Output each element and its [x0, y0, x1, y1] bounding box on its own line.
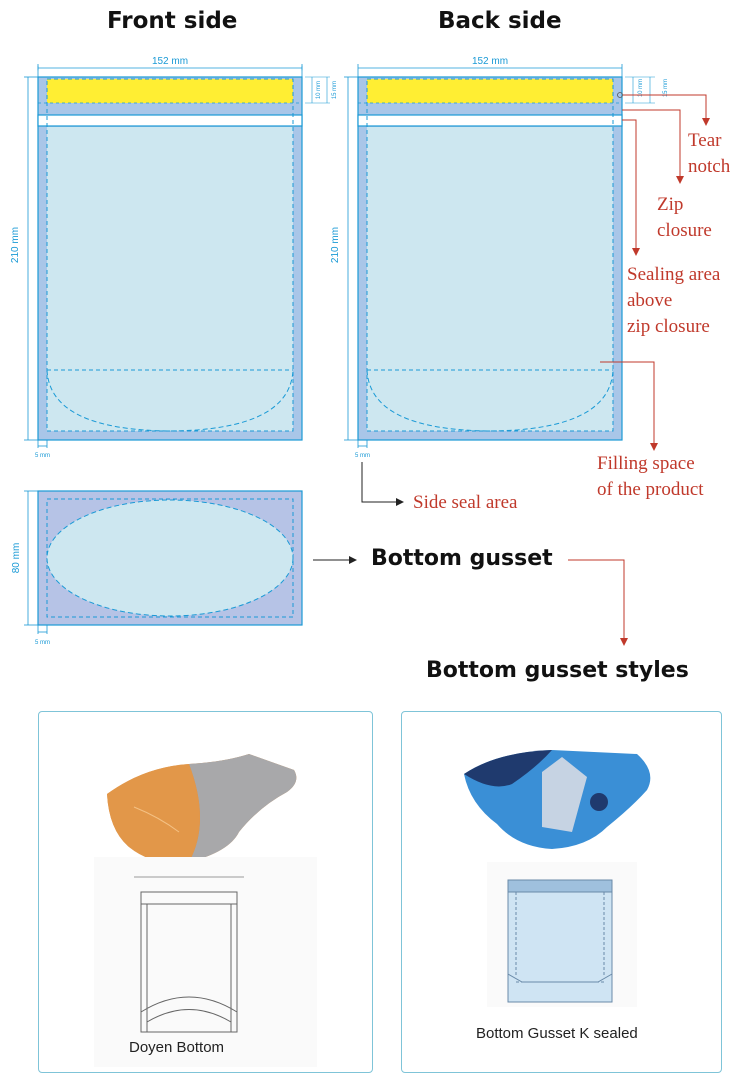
callout-arrows [568, 94, 710, 646]
sealing-area-arrow [622, 119, 640, 256]
tear-notch-marker [617, 92, 623, 98]
k-sealed-pouch-photo [464, 750, 651, 1007]
pouch-diagram: 152 mm 210 mm 10 mm 15 mm 5 mm 152 mm [10, 56, 710, 646]
front-side-seal-label: 5 mm [35, 453, 50, 459]
back-side-heading: Back side [438, 8, 562, 34]
filling-space-callout: Filling space of the product [597, 453, 704, 500]
back-pouch [357, 76, 623, 441]
gusset-styles-arrow [568, 559, 628, 646]
bottom-gusset-heading: Bottom gusset [371, 546, 553, 571]
front-pouch [37, 76, 303, 441]
sealing-area-callout: Sealing area above zip closure [627, 264, 721, 337]
side-seal-arrow [361, 462, 404, 506]
front-top-small-label: 10 mm [316, 81, 322, 99]
k-sealed-label: Bottom Gusset K sealed [476, 1025, 638, 1042]
back-width-label: 152 mm [472, 56, 508, 67]
back-zip-band [367, 79, 613, 103]
front-height-label: 210 mm [10, 227, 21, 263]
back-top-large-label: 15 mm [663, 79, 669, 97]
zip-closure-callout: Zip closure [657, 194, 712, 241]
back-height-label: 210 mm [330, 227, 341, 263]
gusset-side-seal-label: 5 mm [35, 640, 50, 646]
back-dimensions: 152 mm 210 mm 10 mm 15 mm 5 mm [330, 56, 669, 459]
back-top-small-label: 10 mm [638, 79, 644, 97]
black-arrows [313, 462, 404, 564]
doyen-pouch-photo [94, 754, 317, 1067]
tear-notch-callout: Tear notch [688, 130, 731, 177]
front-top-large-label: 15 mm [332, 81, 338, 99]
filling-space-arrow [600, 361, 658, 451]
front-width-label: 152 mm [152, 56, 188, 67]
bottom-gusset-styles-heading: Bottom gusset styles [426, 658, 689, 683]
k-sealed-drawing [507, 879, 613, 1003]
style-card-doyen: Doyen Bottom [38, 711, 373, 1073]
back-side-seal-label: 5 mm [355, 453, 370, 459]
style-card-k-sealed: Bottom Gusset K sealed [401, 711, 722, 1073]
tear-notch-arrow [623, 94, 710, 126]
front-dimensions: 152 mm 210 mm 10 mm 15 mm 5 mm [10, 56, 338, 459]
bottom-gusset-diagram [37, 490, 303, 626]
gusset-height-label: 80 mm [11, 543, 22, 574]
doyen-bottom-drawing [134, 876, 244, 1033]
gusset-dimensions: 80 mm 5 mm [11, 490, 50, 646]
side-seal-callout: Side seal area [413, 492, 518, 513]
zip-closure-arrow [622, 109, 684, 184]
doyen-bottom-label: Doyen Bottom [129, 1039, 225, 1056]
front-side-heading: Front side [107, 8, 238, 34]
front-zip-band [47, 79, 293, 103]
